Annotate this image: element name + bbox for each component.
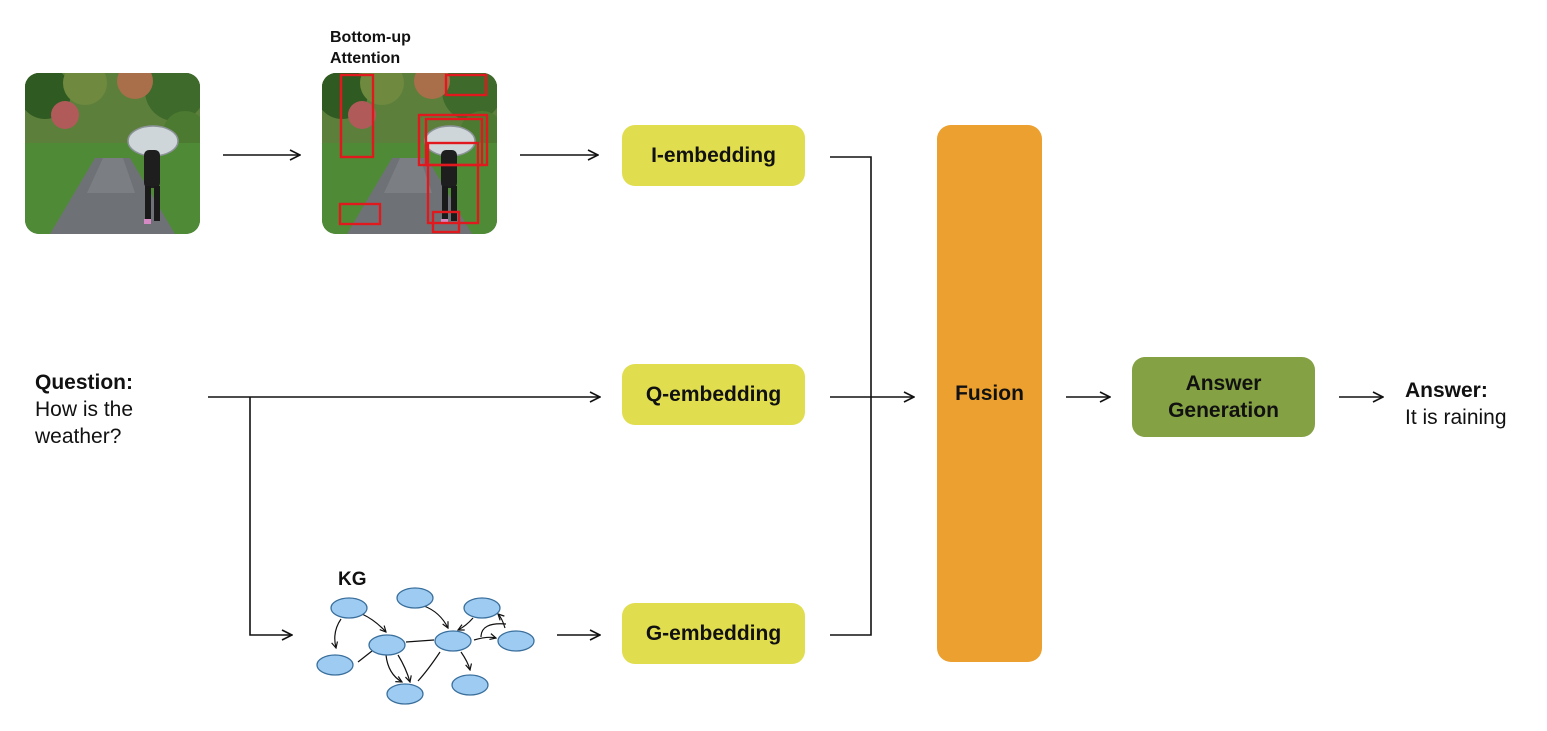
knowledge-graph <box>335 605 507 682</box>
question-text: Question: How is the weather? <box>35 369 133 450</box>
question-line2: weather? <box>35 425 122 448</box>
q-embedding-label: Q-embedding <box>645 382 782 406</box>
kg-node <box>497 630 535 652</box>
attention-box <box>426 141 480 225</box>
kg-node <box>316 654 354 676</box>
answer-text: Answer: It is raining <box>1405 377 1507 431</box>
answer-label: Answer: <box>1405 379 1488 402</box>
i-embedding-box: I-embedding <box>622 125 805 186</box>
answer-generation-box: Answer Generation <box>1132 357 1315 437</box>
g-embedding-box: G-embedding <box>622 603 805 664</box>
attention-label: Bottom-up Attention <box>330 27 411 69</box>
q-embedding-box: Q-embedding <box>622 364 805 425</box>
attention-label-line1: Bottom-up <box>330 29 411 46</box>
kg-node <box>368 634 406 656</box>
g-embedding-label: G-embedding <box>645 621 782 645</box>
kg-node <box>463 597 501 619</box>
wire-i-embedding-out <box>830 156 872 636</box>
answer-value: It is raining <box>1405 406 1507 429</box>
attention-box <box>431 210 461 234</box>
kg-node <box>451 674 489 696</box>
question-line1: How is the <box>35 398 134 421</box>
kg-node <box>396 587 434 609</box>
arrow-question-to-kg <box>249 397 292 635</box>
question-label: Question: <box>35 371 133 394</box>
fusion-label: Fusion <box>955 381 1024 405</box>
attention-box <box>424 117 484 167</box>
i-embedding-label: I-embedding <box>651 143 776 167</box>
attention-box <box>338 202 382 226</box>
input-image <box>25 73 200 234</box>
attention-box <box>444 73 488 97</box>
kg-node <box>386 683 424 705</box>
attention-image <box>322 73 497 234</box>
answer-generation-line1: Answer <box>1185 372 1262 395</box>
answer-generation-line2: Generation <box>1168 399 1279 422</box>
kg-label: KG <box>338 569 367 590</box>
attention-box <box>339 73 375 159</box>
fusion-box: Fusion <box>937 125 1042 662</box>
attention-label-line2: Attention <box>330 50 401 67</box>
kg-node <box>434 630 472 652</box>
kg-node <box>330 597 368 619</box>
